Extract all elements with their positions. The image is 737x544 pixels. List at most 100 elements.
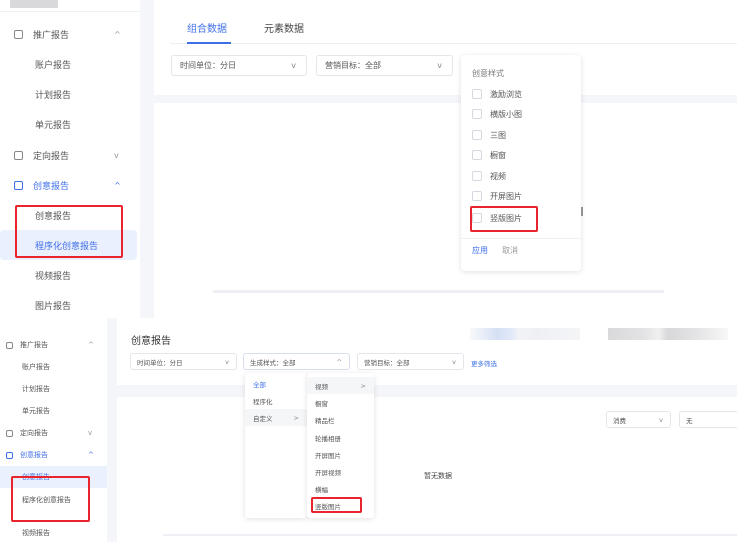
sidebar-group-label: 推广报告 [33, 30, 70, 41]
sidebar-group-targeting-report[interactable]: 定向报告 v [0, 422, 107, 444]
page-background [154, 95, 737, 103]
cascader-option[interactable]: 视频> [307, 377, 374, 394]
generation-style-select[interactable]: 生成样式：全部 ^ [243, 353, 350, 370]
cascader-option-programmatic[interactable]: 程序化 [245, 392, 307, 409]
tab-combined-data[interactable]: 组合数据 [187, 24, 227, 35]
option-label: 三图 [490, 130, 506, 140]
divider [213, 290, 664, 293]
chevron-up-icon: ^ [88, 451, 94, 459]
chevron-down-icon: v [452, 357, 456, 366]
cascader-option[interactable]: 横幅 [307, 480, 374, 497]
checkbox-option[interactable]: 激励浏览 [472, 87, 522, 101]
text-fragment [580, 207, 583, 216]
tab-element-data[interactable]: 元素数据 [264, 24, 304, 35]
cancel-button[interactable]: 取消 [502, 246, 518, 255]
checkbox[interactable] [472, 130, 482, 140]
sidebar-group-creative-report[interactable]: 创意报告 ^ [0, 444, 107, 466]
checkbox-option[interactable]: 开屏图片 [472, 189, 522, 203]
select-value: 营销目标：全部 [364, 358, 410, 367]
checkbox[interactable] [472, 191, 482, 201]
sidebar-group-label: 推广报告 [20, 341, 48, 349]
cascader-level-2: 视频> 橱窗 精品栏 轮播相册 开屏图片 开屏视频 横幅 竖版图片 [307, 373, 374, 518]
sidebar-item-video-report[interactable]: 视频报告 [0, 260, 140, 290]
sidebar-item-unit-report[interactable]: 单元报告 [0, 109, 140, 139]
marketing-goal-select[interactable]: 营销目标：全部 v [357, 353, 464, 370]
sidebar-item-account-report[interactable]: 账户报告 [0, 49, 140, 79]
target-icon [6, 429, 13, 437]
sidebar-item-unit-report[interactable]: 单元报告 [0, 400, 107, 422]
sidebar-item-label: 账户报告 [35, 60, 72, 71]
option-label: 开屏图片 [315, 451, 341, 460]
more-filters-link[interactable]: 更多筛选 [471, 360, 497, 368]
sidebar-group-creative-report[interactable]: 创意报告 ^ [0, 170, 140, 200]
cascader-option-custom[interactable]: 自定义> [245, 409, 307, 426]
cascader-option-all[interactable]: 全部 [245, 375, 307, 392]
sidebar-item-label: 单元报告 [22, 407, 50, 415]
sidebar-item-label: 程序化创意报告 [22, 496, 71, 504]
chevron-right-icon: > [293, 413, 299, 422]
page-background [107, 318, 117, 542]
option-label: 视频 [490, 171, 506, 181]
option-label: 精品栏 [315, 416, 335, 425]
chevron-down-icon: v [291, 61, 296, 70]
checkbox-option[interactable]: 视频 [472, 169, 506, 183]
sidebar-item-creative-report[interactable]: 创意报告 [0, 200, 140, 230]
time-unit-select[interactable]: 时间单位：分日 v [171, 55, 307, 76]
checkbox[interactable] [472, 109, 482, 119]
sidebar-group-promotion-report[interactable]: 推广报告 ^ [0, 19, 140, 49]
metric-select[interactable]: 消费 v [606, 411, 671, 428]
chevron-right-icon: > [360, 381, 366, 390]
apply-button[interactable]: 应用 [472, 246, 488, 255]
sidebar-item-programmatic-creative-report[interactable]: 程序化创意报告 [0, 489, 107, 511]
popover-title: 创意样式 [472, 69, 504, 78]
sidebar-item-account-report[interactable]: 账户报告 [0, 356, 107, 378]
chevron-down-icon: v [225, 357, 229, 366]
sidebar-item-label: 账户报告 [22, 363, 50, 371]
highlight-box [15, 205, 123, 258]
option-label: 程序化 [253, 397, 273, 406]
option-label: 开屏视频 [315, 468, 341, 477]
checkbox[interactable] [472, 213, 482, 223]
chevron-up-icon: ^ [336, 357, 342, 366]
sidebar-item-label: 图片报告 [35, 301, 72, 312]
divider [461, 238, 581, 239]
sidebar-item-plan-report[interactable]: 计划报告 [0, 79, 140, 109]
checkbox[interactable] [472, 171, 482, 181]
select-value: 时间单位：分日 [180, 61, 236, 70]
checkbox-option[interactable]: 橱窗 [472, 148, 506, 162]
chart-icon [14, 29, 23, 39]
sidebar-item-label: 单元报告 [35, 120, 72, 131]
cascader-option[interactable]: 精品栏 [307, 411, 374, 428]
compare-select[interactable]: 无 [679, 411, 737, 428]
highlight-box [311, 497, 362, 513]
sidebar-item-label: 计划报告 [22, 385, 50, 393]
checkbox-option[interactable]: 三图 [472, 128, 506, 142]
sidebar-item-image-report[interactable]: 图片报告 [0, 290, 140, 320]
sidebar-group-promotion-report[interactable]: 推广报告 ^ [0, 334, 107, 356]
chevron-down-icon: v [659, 415, 663, 424]
cascader-option[interactable]: 开屏图片 [307, 446, 374, 463]
select-value: 无 [686, 416, 693, 425]
checkbox-option-vertical-image[interactable]: 竖版图片 [472, 211, 522, 225]
content-card [154, 103, 737, 318]
sidebar-item-label: 创意报告 [35, 211, 72, 222]
time-unit-select[interactable]: 时间单位：分日 v [130, 353, 237, 370]
marketing-goal-select[interactable]: 营销目标：全部 v [316, 55, 453, 76]
sidebar-item-programmatic-creative-report[interactable]: 程序化创意报告 [0, 230, 137, 260]
cascader-level-1: 全部 程序化 自定义> [245, 373, 307, 518]
sidebar-item-video-report[interactable]: 视频报告 [0, 522, 107, 544]
cascader-option[interactable]: 橱窗 [307, 394, 374, 411]
sidebar-group-targeting-report[interactable]: 定向报告 v [0, 140, 140, 170]
cascader-option[interactable]: 轮播相册 [307, 429, 374, 446]
checkbox[interactable] [472, 150, 482, 160]
checkbox-option[interactable]: 横版小图 [472, 107, 522, 121]
chevron-up-icon: ^ [88, 341, 94, 349]
cascader-option-vertical-image[interactable]: 竖版图片 [307, 497, 374, 514]
sidebar-group-label: 定向报告 [33, 151, 70, 162]
cascader-option[interactable]: 开屏视频 [307, 463, 374, 480]
chevron-up-icon: ^ [114, 29, 121, 39]
checkbox[interactable] [472, 89, 482, 99]
sidebar-item-plan-report[interactable]: 计划报告 [0, 378, 107, 400]
divider [0, 11, 140, 12]
sidebar-item-label: 视频报告 [22, 529, 50, 537]
